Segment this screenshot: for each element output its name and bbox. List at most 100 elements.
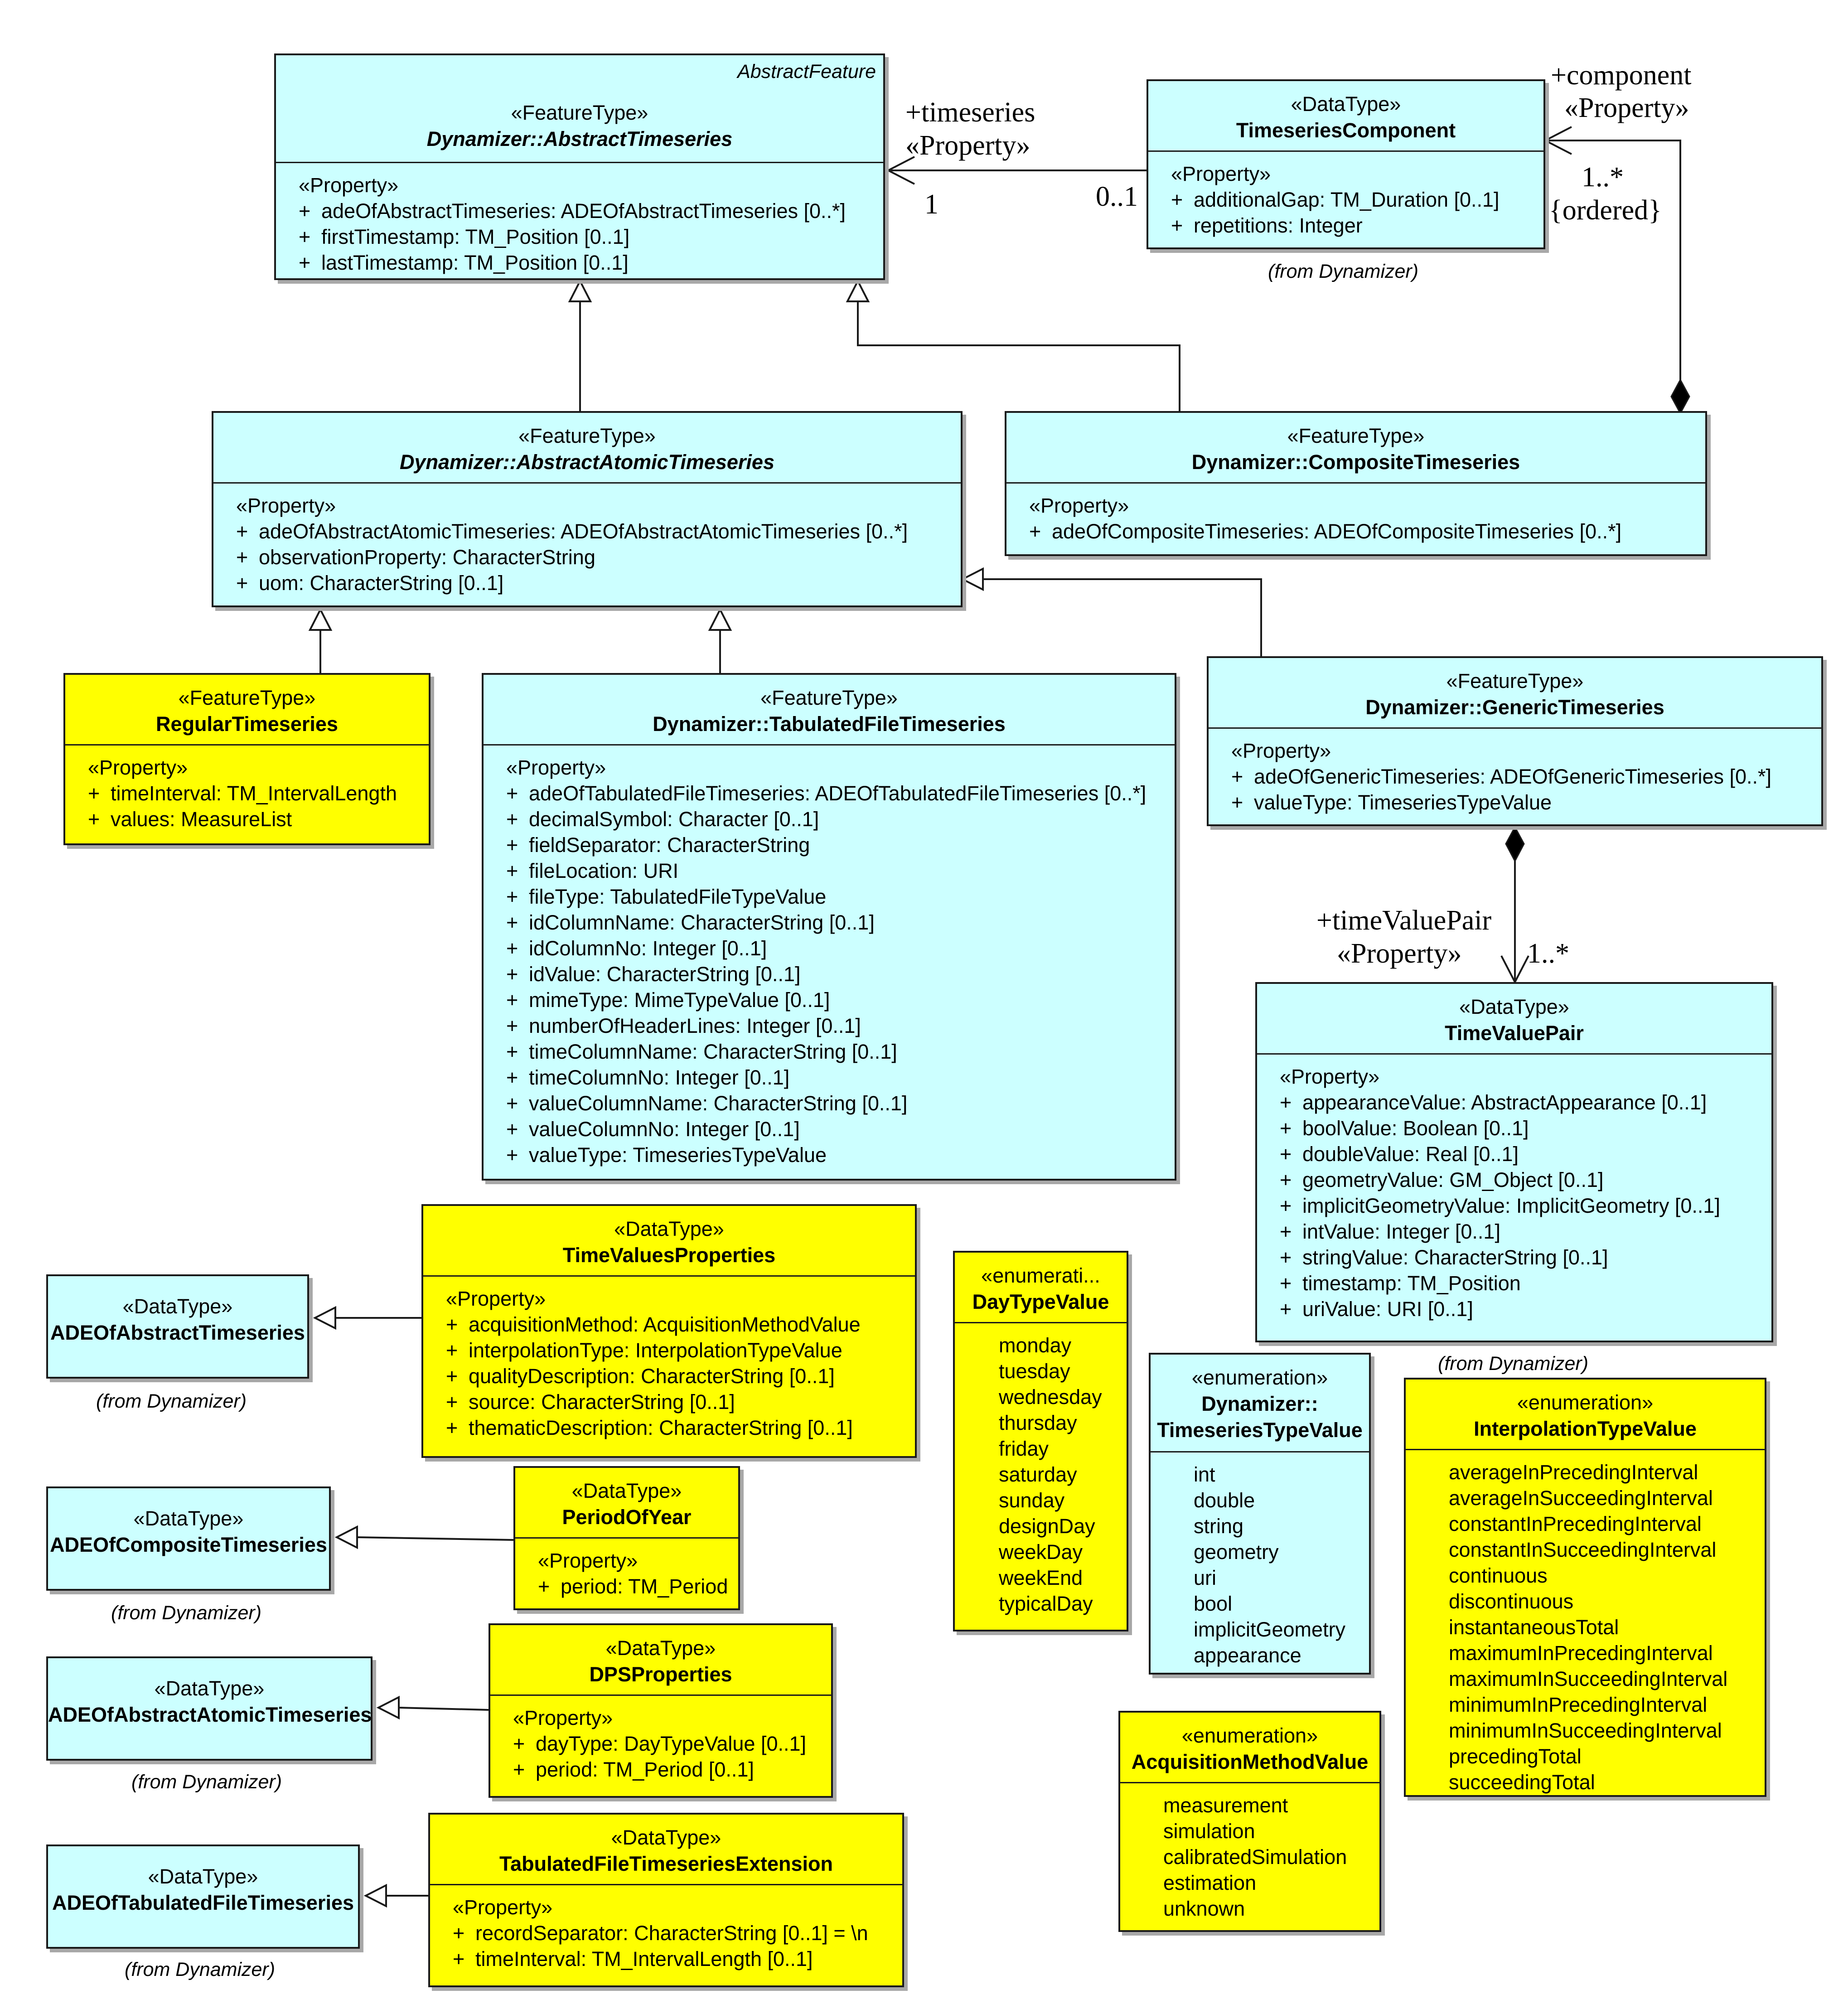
enum-literal: continuous [1449,1564,1548,1587]
class-regular-timeseries[interactable]: «FeatureType» RegularTimeseries «Propert… [63,673,431,845]
generalization-arrowhead [313,1306,336,1330]
enum-literal: implicitGeometry [1194,1618,1346,1641]
class-ade-of-tabulated-file-timeseries[interactable]: «DataType» ADEOfTabulatedFileTimeseries [46,1844,360,1949]
enum-literal: averageInSucceedingInterval [1449,1486,1713,1510]
enum-literal: minimumInPrecedingInterval [1449,1693,1708,1716]
class-interpolation-type-value[interactable]: «enumeration» InterpolationTypeValue ave… [1404,1378,1766,1797]
class-attribute: +valueColumnNo: Integer [0..1] [506,1118,800,1141]
class-stereotype: «DataType» [154,1677,265,1700]
class-name: Dynamizer::AbstractAtomicTimeseries [400,450,774,474]
class-stereotype: «enumeration» [1517,1391,1654,1414]
class-attribute: +adeOfGenericTimeseries: ADEOfGenericTim… [1231,765,1772,788]
class-name: TabulatedFileTimeseriesExtension [499,1852,833,1875]
class-ade-of-composite-timeseries[interactable]: «DataType» ADEOfCompositeTimeseries [46,1486,331,1591]
class-attribute: +adeOfTabulatedFileTimeseries: ADEOfTabu… [506,782,1147,805]
generalization-arrowhead [708,607,732,631]
class-period-of-year[interactable]: «DataType» PeriodOfYear «Property» +peri… [513,1466,740,1610]
enum-literal: constantInSucceedingInterval [1449,1538,1717,1561]
from-dynamizer-note: (from Dynamizer) [1438,1353,1589,1375]
class-tabulated-file-timeseries[interactable]: «FeatureType» Dynamizer::TabulatedFileTi… [482,673,1176,1181]
class-stereotype: «FeatureType» [518,424,656,447]
time-value-pair-multiplicity: 1..* [1527,938,1569,969]
component-role-label: +component [1551,60,1692,91]
enum-literal: appearance [1194,1644,1301,1667]
class-stereotype: «DataType» [571,1479,682,1502]
class-timeseries-type-value[interactable]: «enumeration» Dynamizer:: TimeseriesType… [1149,1353,1371,1675]
class-ade-of-abstract-timeseries[interactable]: «DataType» ADEOfAbstractTimeseries [46,1274,309,1379]
class-attribute: +timeInterval: TM_IntervalLength [88,782,397,805]
class-day-type-value[interactable]: «enumerati... DayTypeValue monday tuesda… [953,1251,1128,1631]
class-generic-timeseries[interactable]: «FeatureType» Dynamizer::GenericTimeseri… [1207,656,1823,826]
class-name: InterpolationTypeValue [1474,1417,1697,1440]
property-group-label: «Property» [236,494,336,517]
enum-literal: double [1194,1489,1255,1512]
class-attribute: +acquisitionMethod: AcquisitionMethodVal… [446,1313,861,1336]
class-abstract-atomic-timeseries[interactable]: «FeatureType» Dynamizer::AbstractAtomicT… [212,411,963,607]
class-dps-properties[interactable]: «DataType» DPSProperties «Property» +day… [489,1623,833,1798]
enum-literal: bool [1194,1592,1233,1615]
timeseries-stereotype-label: «Property» [905,130,1030,161]
class-name: ADEOfTabulatedFileTimeseries [52,1891,354,1914]
generalization-arrowhead [308,607,333,631]
from-dynamizer-note: (from Dynamizer) [125,1959,276,1980]
enum-literal: discontinuous [1449,1590,1574,1613]
component-ordered-constraint: {ordered} [1549,195,1662,226]
class-stereotype: «DataType» [611,1826,721,1849]
property-group-label: «Property» [1280,1065,1380,1088]
class-attribute: +dayType: DayTypeValue [0..1] [513,1732,807,1755]
enum-literal: friday [999,1437,1049,1460]
class-stereotype: «FeatureType» [1287,424,1425,447]
property-group-label: «Property» [453,1896,553,1919]
property-group-label: «Property» [1231,739,1331,762]
class-timeseries-component[interactable]: «DataType» TimeseriesComponent «Property… [1147,79,1545,249]
class-attribute: +fileType: TabulatedFileTypeValue [506,885,827,908]
from-dynamizer-note: (from Dynamizer) [96,1390,247,1412]
class-acquisition-method-value[interactable]: «enumeration» AcquisitionMethodValue mea… [1118,1711,1381,1932]
class-attribute: +timeColumnNo: Integer [0..1] [506,1066,790,1089]
class-time-value-pair[interactable]: «DataType» TimeValuePair «Property» +app… [1255,982,1773,1342]
enum-literal: measurement [1163,1794,1288,1817]
class-name: AcquisitionMethodValue [1131,1750,1369,1773]
class-attribute: +qualityDescription: CharacterString [0.… [446,1365,835,1388]
class-attribute: +adeOfCompositeTimeseries: ADEOfComposit… [1029,520,1622,543]
class-attribute: +boolValue: Boolean [0..1] [1280,1117,1529,1140]
class-abstract-timeseries[interactable]: AbstractFeature «FeatureType» Dynamizer:… [274,53,885,280]
association-timeseries-arrowhead [886,156,915,185]
generalization-composite-to-abstract [857,301,1180,411]
enum-literal: saturday [999,1463,1077,1486]
enum-literal: minimumInSucceedingInterval [1449,1719,1722,1742]
enum-literal: thursday [999,1411,1077,1434]
enum-literal: weekDay [999,1540,1083,1564]
class-ade-of-abstract-atomic-timeseries[interactable]: «DataType» ADEOfAbstractAtomicTimeseries [46,1656,373,1761]
enum-literal: unknown [1163,1897,1245,1920]
class-time-values-properties[interactable]: «DataType» TimeValuesProperties «Propert… [421,1204,917,1458]
class-stereotype: «DataType» [605,1636,716,1660]
class-stereotype: «FeatureType» [178,686,316,709]
enum-literal: typicalDay [999,1592,1093,1615]
generalization-arrowhead [334,1525,358,1549]
class-attribute: +fileLocation: URI [506,859,679,882]
class-stereotype: «DataType» [614,1217,724,1240]
enum-literal: weekEnd [999,1566,1083,1589]
class-attribute: +lastTimestamp: TM_Position [0..1] [299,251,629,274]
class-stereotype: «enumeration» [1191,1366,1328,1389]
class-attribute: +timestamp: TM_Position [1280,1272,1521,1295]
property-group-label: «Property» [538,1549,638,1572]
class-stereotype: «enumeration» [1181,1724,1318,1747]
enum-literal: int [1194,1463,1215,1486]
class-name-package: Dynamizer:: [1201,1392,1318,1415]
class-name: TimeseriesComponent [1236,119,1456,142]
association-component [1545,140,1681,380]
component-stereotype-label: «Property» [1564,92,1689,123]
class-attribute: +doubleValue: Real [0..1] [1280,1142,1519,1166]
class-tabulated-file-timeseries-extension[interactable]: «DataType» TabulatedFileTimeseriesExtens… [428,1813,904,1987]
property-group-label: «Property» [1171,162,1271,185]
enum-literal: constantInPrecedingInterval [1449,1512,1702,1535]
from-dynamizer-note: (from Dynamizer) [111,1602,262,1624]
class-composite-timeseries[interactable]: «FeatureType» Dynamizer::CompositeTimese… [1005,411,1707,556]
property-group-label: «Property» [513,1706,613,1729]
class-name: DayTypeValue [972,1290,1109,1313]
property-group-label: «Property» [88,756,188,779]
